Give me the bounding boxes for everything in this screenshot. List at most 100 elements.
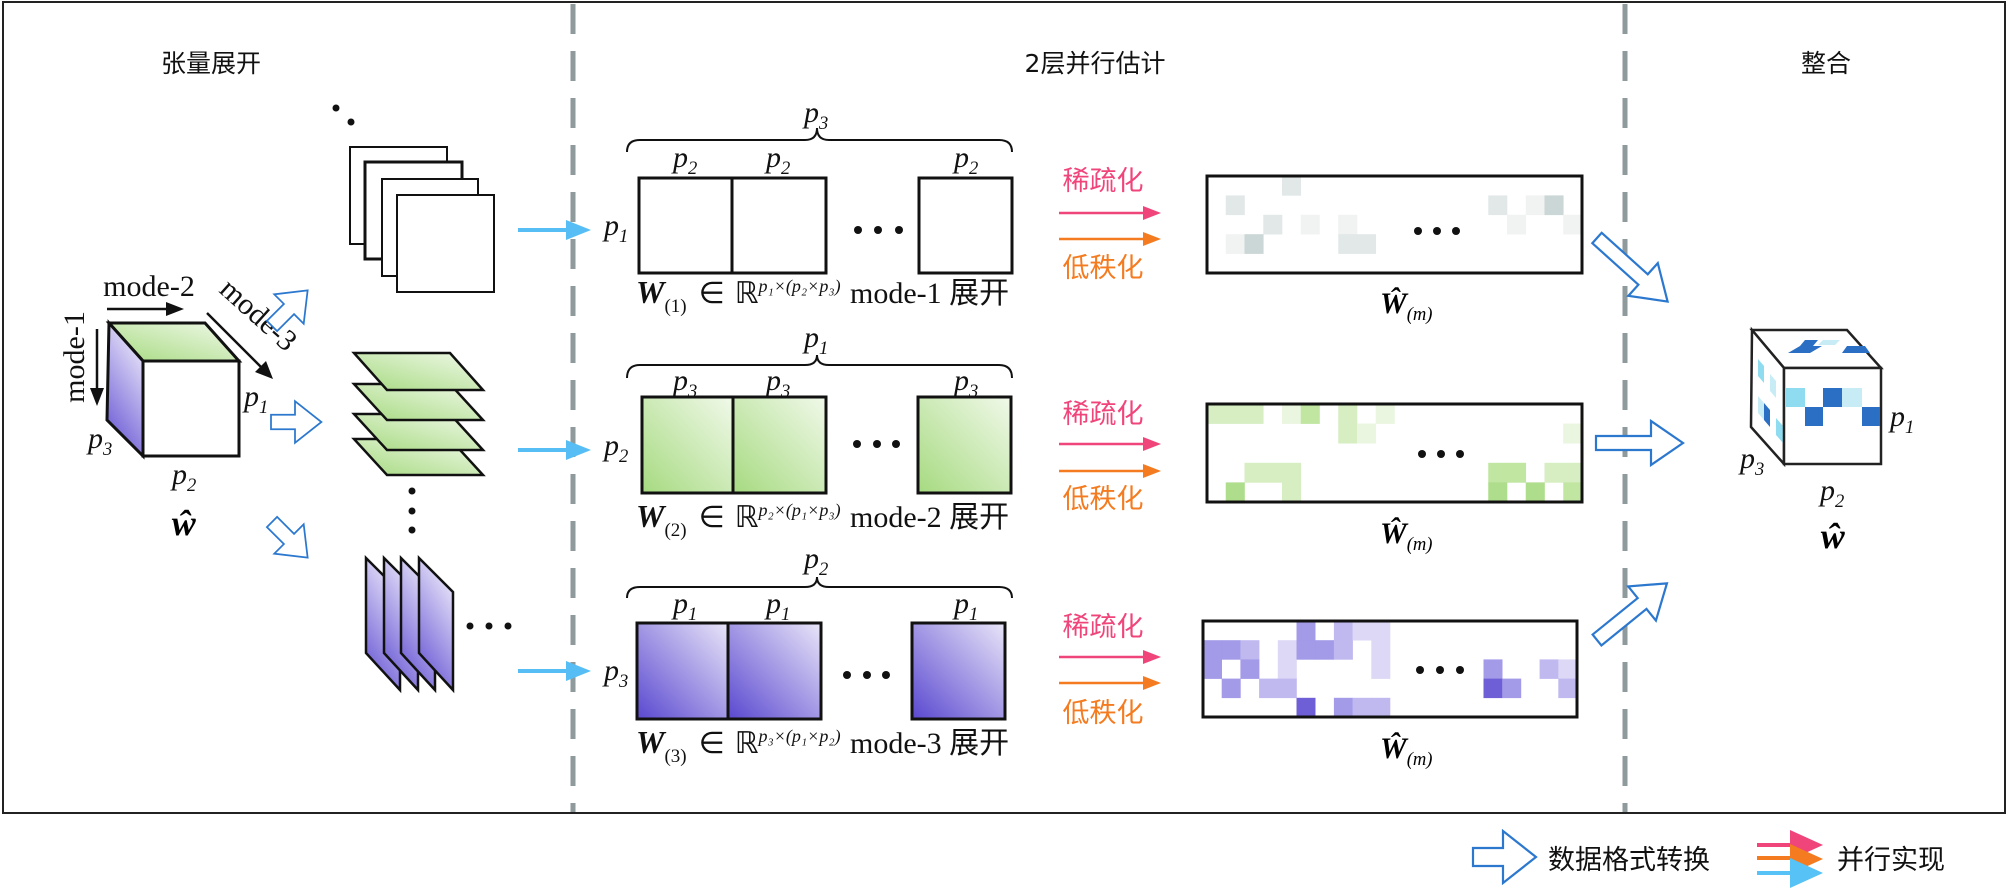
ellipsis-dot [485,622,493,630]
heatmap-cell [1502,678,1522,699]
math-base: p [602,209,619,242]
ellipsis-dot [874,226,882,234]
mode-2-slices [351,351,486,534]
heatmap-cell [1507,214,1527,235]
ellipsis-dot [892,440,900,448]
sparsify-label: 稀疏化 [1063,399,1144,430]
sparsify-label: 稀疏化 [1063,166,1144,197]
tensor-symbol: ŵ [171,503,196,543]
block-label: p1 [952,587,978,625]
unfolding-row-1: p3 p2 p2 p2 p1 W(1)∈ℝp₁×(p₂×p₃) mode-1 展… [602,96,1014,317]
ellipsis-dot [408,526,416,534]
mode-1-label: mode-1 [58,311,91,403]
heatmap-cell [1525,482,1545,503]
block-label: p3 [764,364,790,402]
convert-arrow-icon [1591,582,1669,647]
flow-arrow-icon [518,220,591,240]
unfolding-mode-label: mode-3 展开 [850,727,1009,760]
convert-arrow-icon [270,399,323,445]
heatmap-cell [1203,659,1222,679]
dim-label-p1: p1 [1888,400,1914,438]
ellipsis-dot [408,507,416,515]
heatmap-cell [1282,482,1302,503]
matrix-block [637,176,734,275]
block-label: p3 [671,364,697,402]
heatmap-cell [1282,462,1302,483]
math-subscript: 1 [1905,417,1914,438]
sparsify-label: 稀疏化 [1063,612,1144,643]
estimated-matrix-1 [1205,174,1584,275]
ellipsis-dot [873,440,881,448]
legend-convert-label: 数据格式转换 [1548,845,1710,876]
ellipsis-dot [466,622,474,630]
unfolding-row-2: p1 p3 p3 p3 p2 W(2)∈ℝp₂×(p₁×p₃) mode-2 展… [602,321,1013,541]
math-subscript: 1 [688,604,697,625]
ellipsis-dot [408,487,416,495]
heatmap-cell [1333,697,1353,718]
parallel-estimation-row-2: 稀疏化 低秩化 [1059,399,1161,515]
math-subscript: (m) [1407,749,1433,770]
ellipsis-dot [347,118,355,126]
heatmap-cell [1488,195,1508,216]
convert-arrow-icon [1471,828,1538,886]
math-base: p [952,587,969,620]
heatmap-cell [1300,404,1320,424]
math-base: Ŵ [1380,517,1409,550]
dim-label-p2: p2 [1818,474,1844,512]
tensor-symbol: ŵ [1820,516,1845,556]
matrix-block [731,395,828,495]
math-subscript: 3 [618,671,628,692]
matrix-block [635,621,730,721]
heatmap-cell [1338,423,1358,444]
row-dim-label: p1 [602,209,628,247]
unfolding-formula: W(1)∈ℝp₁×(p₂×p₃) [636,274,841,317]
matrix-block [910,621,1007,721]
math-subscript: 1 [259,397,268,418]
math-base: p [952,364,969,397]
heatmap-cell [1263,462,1283,483]
block-label: p2 [764,141,790,179]
math-subscript: (m) [1407,304,1433,325]
heatmap-cell [1263,214,1283,235]
heatmap-cell [1544,462,1564,483]
math-subscript: 3 [818,113,828,134]
mode-3-slices [364,554,512,694]
block-label: p1 [671,587,697,625]
matrix-block [640,395,735,495]
ellipsis-dot [843,671,851,679]
row-dim-label: p3 [602,654,628,692]
math-subscript: 3 [968,381,978,402]
estimate-label: Ŵ(m) [1380,732,1433,770]
ellipsis-dot [882,671,890,679]
math-base: p [1818,474,1835,507]
heatmap-cell [1357,423,1377,444]
heatmap-cell [1244,404,1264,424]
matrix-block [730,176,828,275]
math-subscript: 2 [969,158,978,179]
mode-3-arrow [206,312,273,379]
math-subscript: 3 [1754,459,1764,480]
math-subscript: 3 [780,381,790,402]
ellipsis-dot [863,671,871,679]
math-base: Ŵ [1380,287,1409,320]
math-subscript: 2 [187,475,196,496]
low-rank-label: 低秩化 [1063,484,1144,515]
heatmap-cell [1488,482,1508,503]
heatmap-cell [1563,462,1583,483]
heatmap-border [1205,174,1584,275]
unfolding-formula: W(2)∈ℝp₂×(p₁×p₃) [636,498,841,541]
block-label: p2 [952,141,978,179]
parallel-estimation-row-1: 稀疏化 低秩化 [1059,166,1161,284]
math-base: p [802,321,819,354]
row-dim-label: p2 [602,429,628,467]
math-subscript: 2 [819,559,828,580]
estimated-matrix-3 [1201,619,1579,719]
brace [626,354,1013,379]
low-rank-label: 低秩化 [1063,253,1144,284]
heatmap-cell [1207,404,1227,424]
heatmap-cell [1300,214,1320,235]
input-tensor-cube [105,319,243,460]
heatmap-cell [1563,214,1583,235]
heatmap-cell [1371,659,1391,679]
